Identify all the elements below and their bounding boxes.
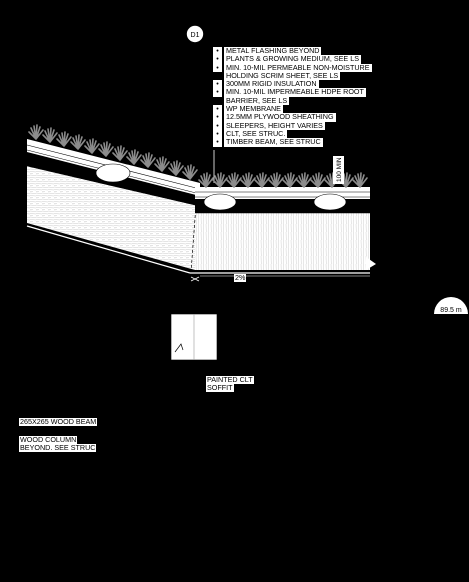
keynote-text: MIN. 10-MIL IMPERMEABLE HDPE ROOT: [224, 87, 366, 97]
bullet-icon: •: [213, 137, 222, 147]
keynote-item: •WP MEMBRANE: [213, 104, 372, 114]
keynote-item: •METAL FLASHING BEYOND: [213, 46, 372, 56]
keynote-item: •SLEEPERS, HEIGHT VARIES: [213, 120, 372, 130]
elevation-marker: [434, 297, 468, 314]
column-label-line2: BEYOND. SEE STRUC: [19, 443, 97, 453]
keynote-text: HOLDING SCRIM SHEET, SEE LS: [224, 70, 341, 81]
keynote-text: BARRIER, SEE LS: [224, 95, 290, 106]
keynote-text: 12.5MM PLYWOOD SHEATHING: [224, 112, 336, 122]
wood-column-section: [170, 313, 218, 361]
bullet-icon: •: [213, 121, 222, 130]
beam-label: 265X265 WOOD BEAM: [19, 417, 98, 427]
keynote-text: 300MM RIGID INSULATION: [224, 79, 319, 89]
keynote-item: •TIMBER BEAM, SEE STRUC: [213, 137, 372, 147]
flat-roof-assembly: [190, 187, 376, 274]
keynote-item: HOLDING SCRIM SHEET, SEE LS: [213, 70, 372, 81]
soffit-label-line1: PAINTED CLT: [206, 375, 254, 385]
keynote-text: PLANTS & GROWING MEDIUM, SEE LS: [224, 54, 361, 64]
keynote-item: •12.5MM PLYWOOD SHEATHING: [213, 112, 372, 122]
keynote-item: •MIN. 10-MIL PERMEABLE NON-MOISTURE: [213, 62, 372, 72]
column-label-line1: WOOD COLUMN: [19, 435, 78, 445]
slope-label: 2%: [234, 273, 247, 283]
keynote-item: •PLANTS & GROWING MEDIUM, SEE LS: [213, 54, 372, 64]
bullet-icon: •: [213, 79, 222, 89]
dimension-label: 100 MIN: [336, 157, 343, 182]
bullet-icon: •: [213, 113, 222, 122]
keynotes-list: •METAL FLASHING BEYOND •PLANTS & GROWING…: [213, 46, 372, 147]
detail-tag: [186, 25, 204, 43]
slope-break-marker: [190, 275, 370, 282]
soffit-label-line2: SOFFIT: [206, 383, 234, 393]
bullet-icon: •: [213, 104, 222, 114]
keynote-text: TIMBER BEAM, SEE STRUC: [224, 137, 323, 147]
keynote-item: •CLT, SEE STRUC.: [213, 128, 372, 139]
bullet-icon: •: [213, 63, 222, 72]
bullet-icon: •: [213, 46, 222, 56]
bullet-icon: •: [213, 88, 222, 97]
detail-tag-text: D1: [191, 32, 200, 39]
keynote-text: METAL FLASHING BEYOND: [224, 46, 322, 56]
keynote-item: •MIN. 10-MIL IMPERMEABLE HDPE ROOT: [213, 87, 372, 97]
keynote-text: CLT, SEE STRUC.: [224, 128, 288, 139]
bullet-icon: •: [213, 54, 222, 64]
keynote-item: •300MM RIGID INSULATION: [213, 79, 372, 89]
keynote-item: BARRIER, SEE LS: [213, 95, 372, 106]
sloped-roof-assembly: [26, 139, 201, 274]
bullet-icon: •: [213, 129, 222, 139]
keynote-text: MIN. 10-MIL PERMEABLE NON-MOISTURE: [224, 62, 372, 72]
keynote-text: SLEEPERS, HEIGHT VARIES: [224, 120, 325, 130]
dimension-marker: [333, 156, 344, 184]
keynote-text: WP MEMBRANE: [224, 104, 283, 114]
elevation-label: 89.5 m: [440, 307, 462, 314]
